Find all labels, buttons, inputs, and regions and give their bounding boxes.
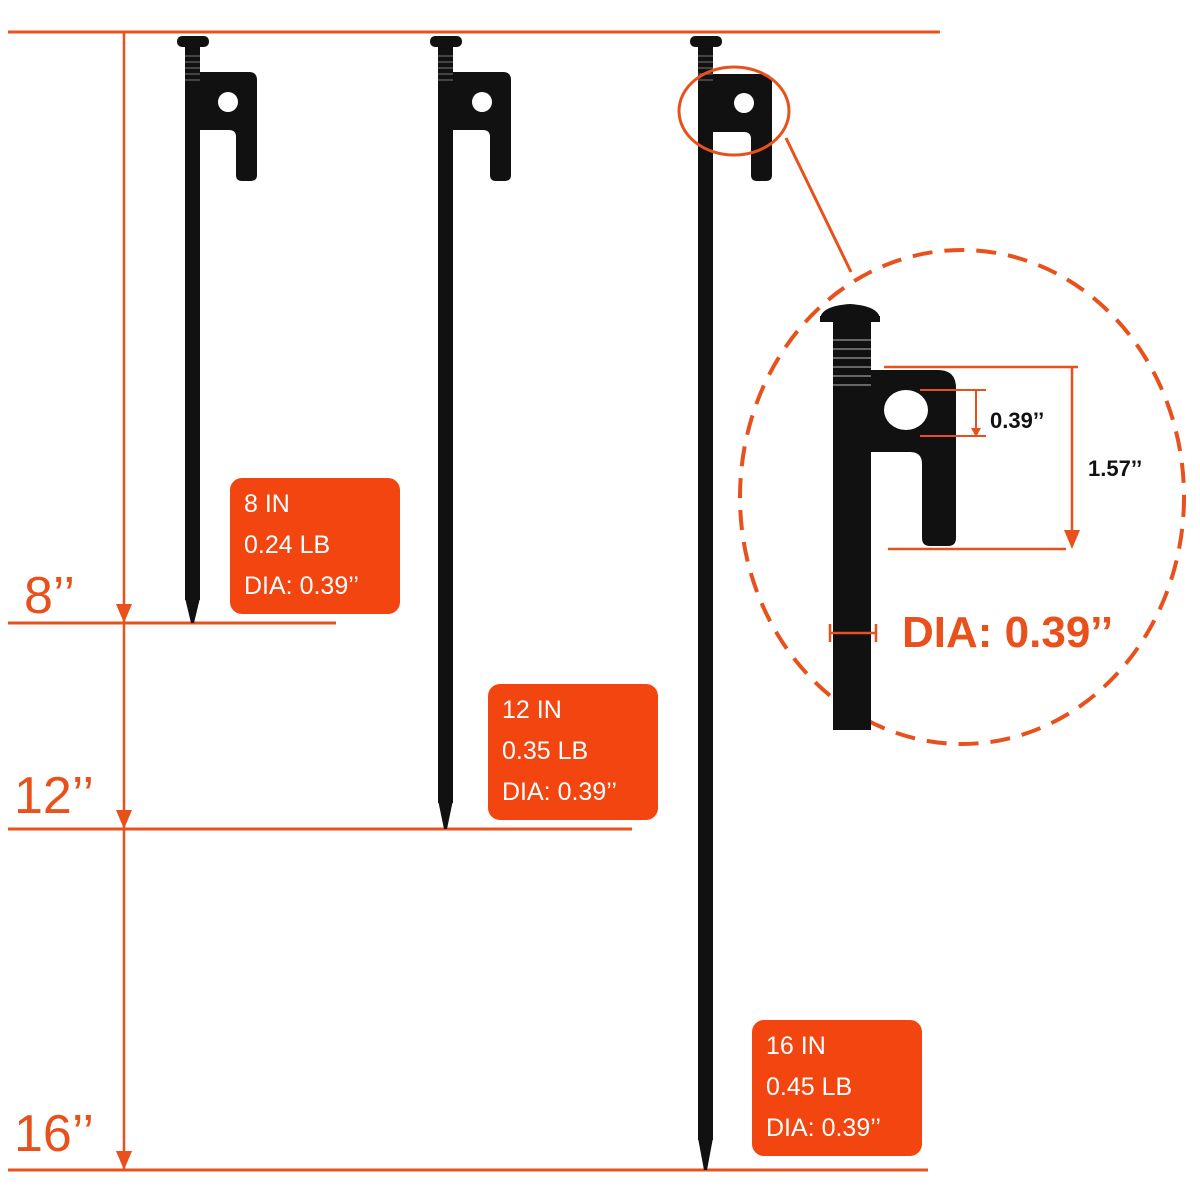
hole-arrow-icon: [971, 428, 981, 437]
detail-dashed-circle: [738, 248, 1186, 746]
magnify-circle: [677, 65, 791, 157]
arrow-12in-icon: [116, 810, 132, 829]
spec-weight: 0.35 LB: [502, 737, 589, 765]
scale-label-16in: 16’’: [14, 1105, 95, 1163]
scale-label-8in: 8’’: [24, 567, 76, 625]
magnify-connector: [784, 137, 853, 273]
spec-diameter: DIA: 0.39’’: [502, 778, 617, 806]
spec-box-16in: 16 IN 0.45 LB DIA: 0.39’’: [752, 1020, 922, 1156]
hole-diameter-label: 0.39’’: [990, 408, 1045, 433]
spec-diameter: DIA: 0.39’’: [244, 572, 359, 600]
detail-stake-icon: [820, 304, 956, 730]
shaft-diameter-label: DIA: 0.39’’: [902, 608, 1114, 657]
spec-box-12in: 12 IN 0.35 LB DIA: 0.39’’: [488, 684, 658, 820]
spec-weight: 0.45 LB: [766, 1073, 853, 1101]
arrow-16in-icon: [116, 1151, 132, 1170]
hook-arrow-icon: [1064, 530, 1080, 549]
spec-length: 12 IN: [502, 696, 562, 724]
arrow-8in-icon: [116, 604, 132, 623]
spec-weight: 0.24 LB: [244, 531, 331, 559]
stake-12in-icon: [430, 36, 511, 829]
spec-length: 16 IN: [766, 1032, 826, 1060]
spec-length: 8 IN: [244, 490, 290, 518]
stake-8in-icon: [177, 36, 257, 623]
hook-height-label: 1.57’’: [1088, 456, 1143, 481]
spec-diameter: DIA: 0.39’’: [766, 1114, 881, 1142]
stake-16in-icon: [690, 36, 772, 1170]
spec-box-8in: 8 IN 0.24 LB DIA: 0.39’’: [230, 478, 400, 614]
scale-label-12in: 12’’: [14, 767, 95, 825]
